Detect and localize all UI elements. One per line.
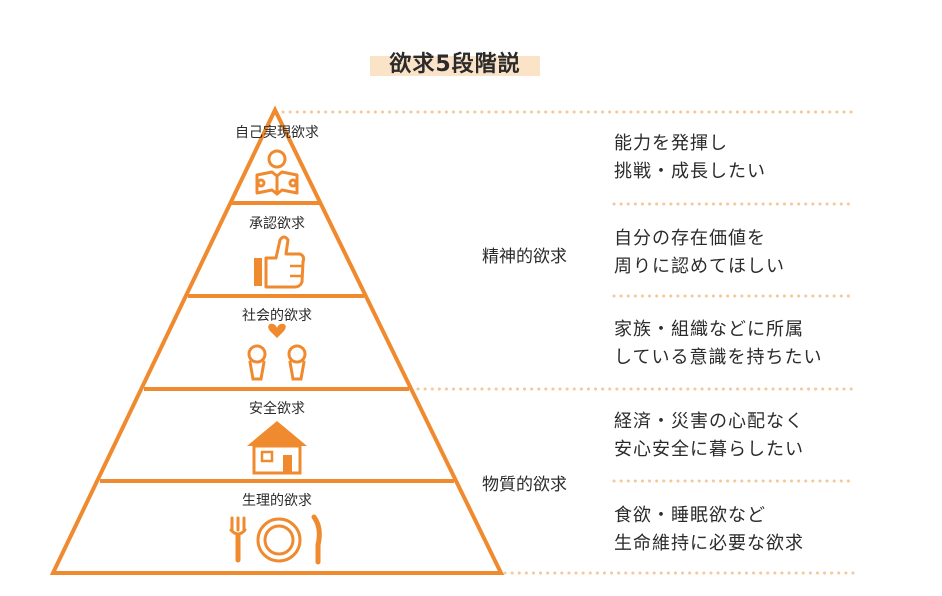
pyramid-outline <box>49 105 505 575</box>
thumbs-up-icon <box>254 235 306 289</box>
description-line: 経済・災害の心配なく <box>614 411 804 432</box>
house-icon <box>247 421 307 475</box>
description-line: 家族・組織などに所属 <box>614 319 804 340</box>
description-physiological: 食欲・睡眠欲など 生命維持に必要な欲求 <box>614 502 804 558</box>
description-line: 生命維持に必要な欲求 <box>614 533 804 554</box>
level-label-physiological: 生理的欲求 <box>242 493 312 509</box>
title-text: 欲求5段階説 <box>389 52 521 77</box>
group-label-mental: 精神的欲求 <box>482 247 567 267</box>
description-safety: 経済・災害の心配なく 安心安全に暮らしたい <box>614 408 804 464</box>
description-line: 挑戦・成長したい <box>614 161 766 182</box>
description-line: 食欲・睡眠欲など <box>614 505 766 526</box>
fork-plate-knife-icon <box>229 514 322 565</box>
description-line: 安心安全に暮らしたい <box>614 439 804 460</box>
description-self-actualization: 能力を発揮し 挑戦・成長したい <box>614 130 766 186</box>
description-esteem: 自分の存在価値を 周りに認めてほしい <box>614 225 785 281</box>
description-line: 周りに認めてほしい <box>614 256 785 277</box>
level-label-self-actualization: 自己実現欲求 <box>235 125 319 141</box>
people-heart-icon <box>247 323 307 381</box>
group-label-physical: 物質的欲求 <box>482 475 567 495</box>
description-line: 能力を発揮し <box>614 133 728 154</box>
level-label-safety: 安全欲求 <box>249 401 305 417</box>
reading-book-icon <box>255 149 299 196</box>
level-label-esteem: 承認欲求 <box>249 216 305 232</box>
description-line: 自分の存在価値を <box>614 228 766 249</box>
diagram-title: 欲求5段階説 <box>360 44 550 80</box>
description-line: している意識を持ちたい <box>614 347 823 368</box>
title-highlight <box>370 56 540 76</box>
level-label-social: 社会的欲求 <box>242 308 312 324</box>
description-social: 家族・組織などに所属 している意識を持ちたい <box>614 316 822 372</box>
